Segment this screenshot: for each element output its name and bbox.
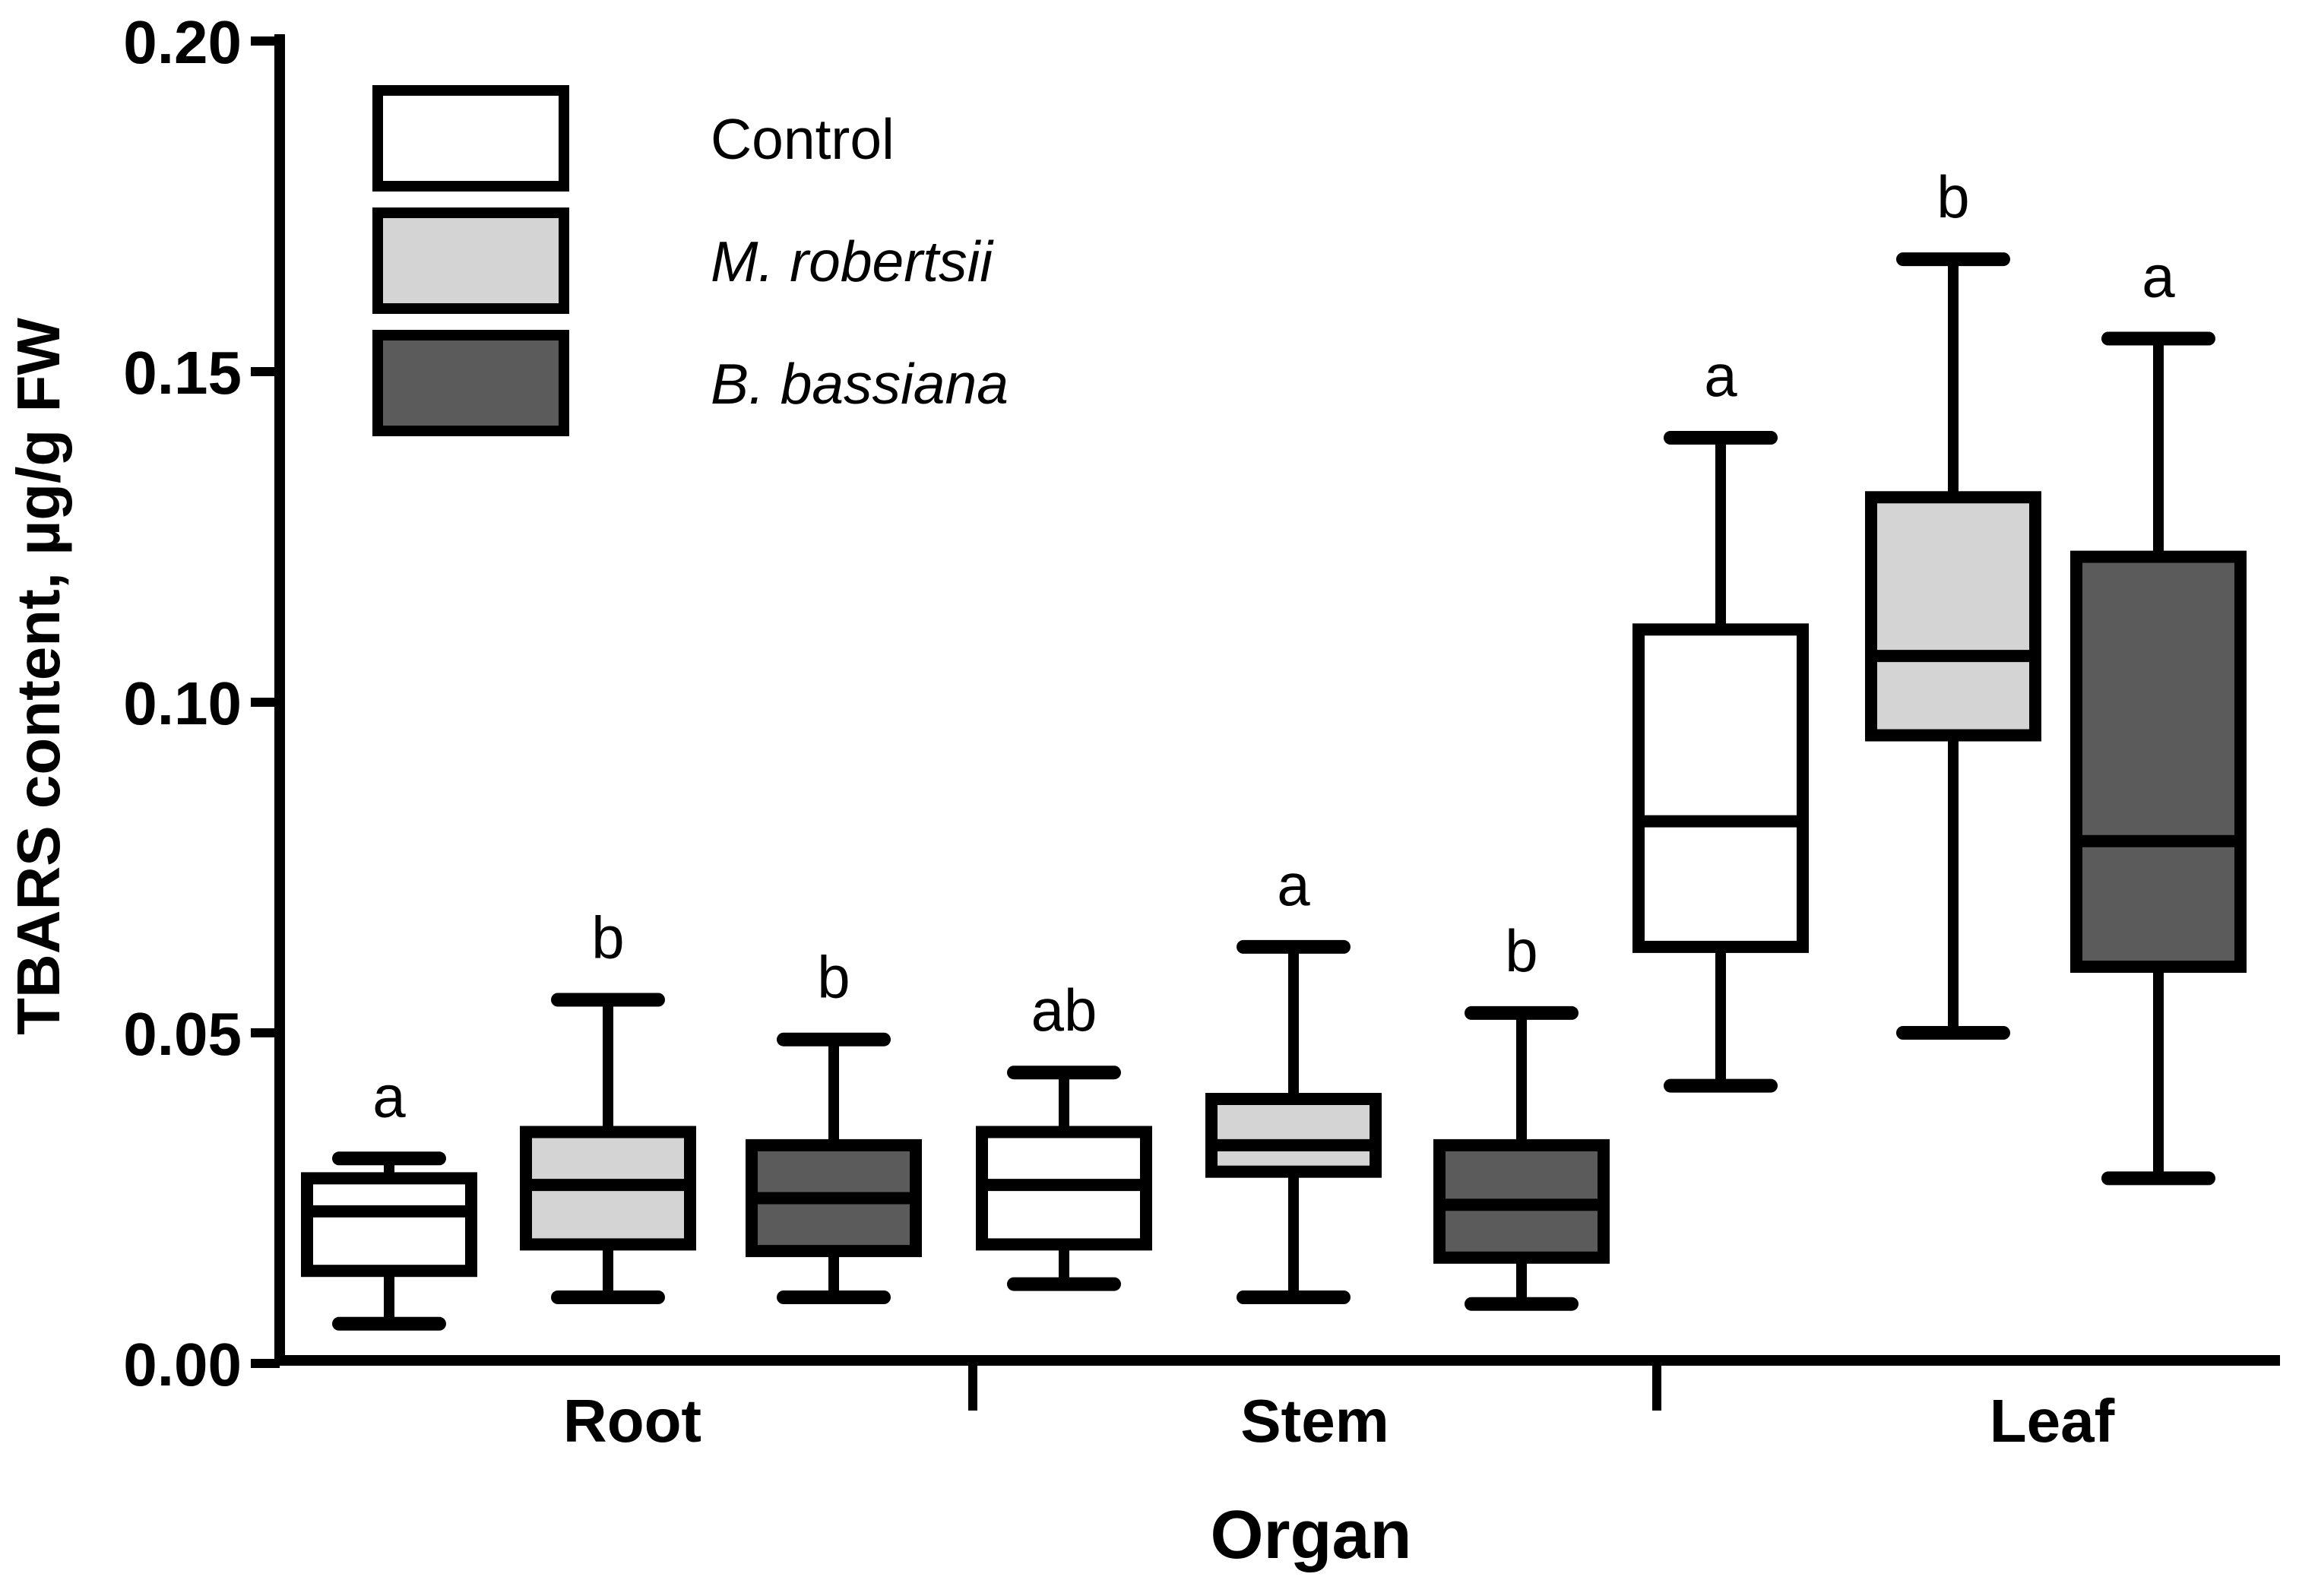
legend: Control M. robertsii B. bassiana [372,85,1009,436]
legend-swatch-m-robertsii [372,207,569,314]
y-tick-label: 0.10 [123,670,242,737]
significance-letter: a [2142,243,2175,310]
box-m-robertsii-leaf [1865,491,2041,742]
legend-label-m-robertsii: M. robertsii [711,230,994,293]
group-label-leaf: Leaf [1990,1387,2115,1455]
y-tick-label: 0.15 [123,339,242,407]
significance-letter: a [1704,342,1737,409]
y-tick-label: 0.00 [123,1331,242,1398]
legend-label-b-bassiana: B. bassiana [711,352,1009,416]
y-tick-label: 0.20 [123,8,242,76]
significance-letter: a [372,1062,406,1129]
box-control-root [301,1172,477,1278]
box-m-robertsii-stem [1205,1093,1382,1178]
y-axis-title: TBARS content, µg/g FW [5,318,72,1035]
legend-label-control: Control [711,107,895,171]
box-b-bassiana-leaf [2070,550,2247,973]
significance-letter: b [1936,163,1969,230]
group-label-stem: Stem [1240,1387,1389,1455]
significance-letter: b [591,904,624,971]
significance-letter: b [817,944,850,1011]
y-tick-label: 0.05 [123,1000,242,1068]
significance-letter: a [1277,851,1310,918]
group-label-root: Root [563,1387,701,1455]
significance-letter: ab [1031,977,1097,1043]
legend-swatch-control [372,85,569,192]
box-control-leaf [1632,623,1809,953]
x-axis-title: Organ [1210,1497,1411,1573]
significance-letter: b [1505,917,1537,984]
legend-swatch-b-bassiana [372,330,569,436]
